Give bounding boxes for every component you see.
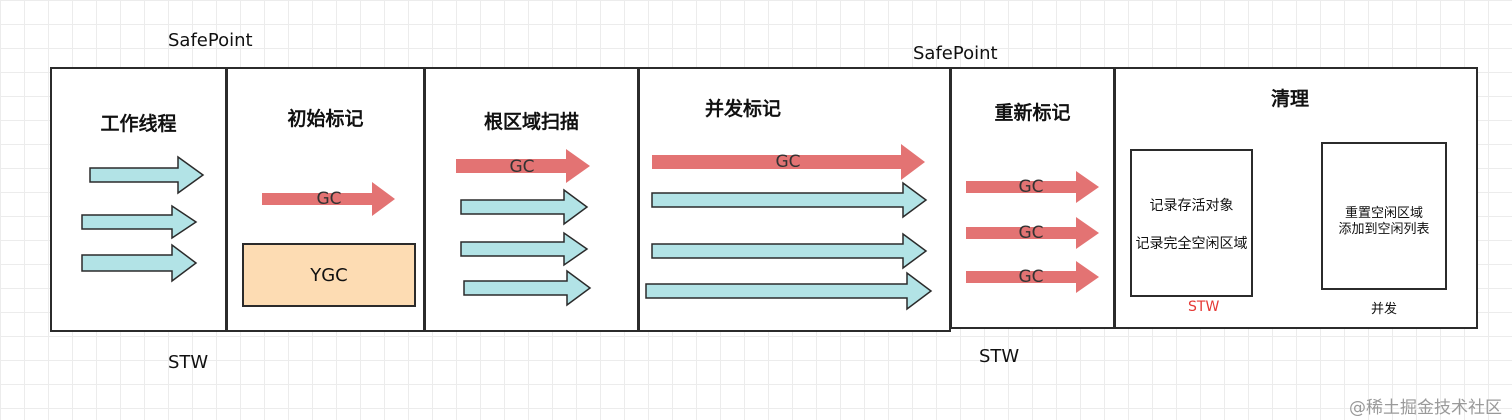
stw-label-1: STW: [168, 352, 209, 373]
gc-arrow: [262, 182, 395, 216]
stage-title-worker: 工作线程: [100, 113, 177, 135]
thread-arrow: [651, 232, 928, 270]
gc-label: GC: [1018, 267, 1043, 287]
gc-label: GC: [775, 152, 800, 172]
thread-arrow: [645, 271, 933, 311]
gc-label: GC: [316, 189, 341, 209]
gc-label: GC: [509, 157, 534, 177]
panel-remark: [950, 67, 1115, 329]
cleanup-concurrent-line2: 添加到空闲列表: [1338, 222, 1430, 237]
gc-arrow: [966, 261, 1099, 293]
gc-label: GC: [1018, 223, 1043, 243]
gc-label: GC: [1018, 177, 1043, 197]
thread-arrow: [81, 243, 198, 283]
gc-arrow: [966, 171, 1099, 203]
stage-title-cleanup: 清理: [1270, 88, 1309, 110]
gc-arrow: [966, 217, 1099, 249]
cleanup-concurrent-box: 重置空闲区域 添加到空闲列表: [1321, 142, 1447, 290]
thread-arrow: [460, 231, 589, 267]
cleanup-stw-line2: 记录完全空闲区域: [1135, 236, 1248, 252]
stage-title-remark: 重新标记: [994, 102, 1071, 124]
safepoint-label-2: SafePoint: [913, 43, 998, 64]
gc-arrow: [456, 149, 590, 183]
watermark: @稀土掘金技术社区: [1349, 398, 1502, 418]
ygc-box: YGC: [242, 243, 416, 307]
ygc-label: YGC: [310, 264, 348, 286]
thread-arrow: [460, 188, 589, 226]
cleanup-concurrent-line1: 重置空闲区域: [1344, 206, 1423, 221]
gc-arrow: [652, 144, 925, 180]
cleanup-stw-note: STW: [1188, 299, 1220, 315]
thread-arrow: [81, 204, 198, 240]
stage-title-initial-mark: 初始标记: [287, 108, 364, 130]
thread-arrow: [89, 155, 205, 195]
cleanup-stw-box: 记录存活对象 记录完全空闲区域: [1130, 149, 1253, 297]
panel-worker-threads: [50, 67, 227, 332]
cleanup-concurrent-note: 并发: [1370, 302, 1397, 317]
stage-title-concurrent-mark: 并发标记: [704, 98, 781, 120]
stw-label-2: STW: [979, 346, 1020, 367]
stage-title-root-scan: 根区域扫描: [483, 111, 579, 133]
thread-arrow: [651, 181, 928, 219]
thread-arrow: [463, 269, 592, 307]
cleanup-stw-line1: 记录存活对象: [1149, 198, 1234, 214]
safepoint-label-1: SafePoint: [168, 30, 253, 51]
